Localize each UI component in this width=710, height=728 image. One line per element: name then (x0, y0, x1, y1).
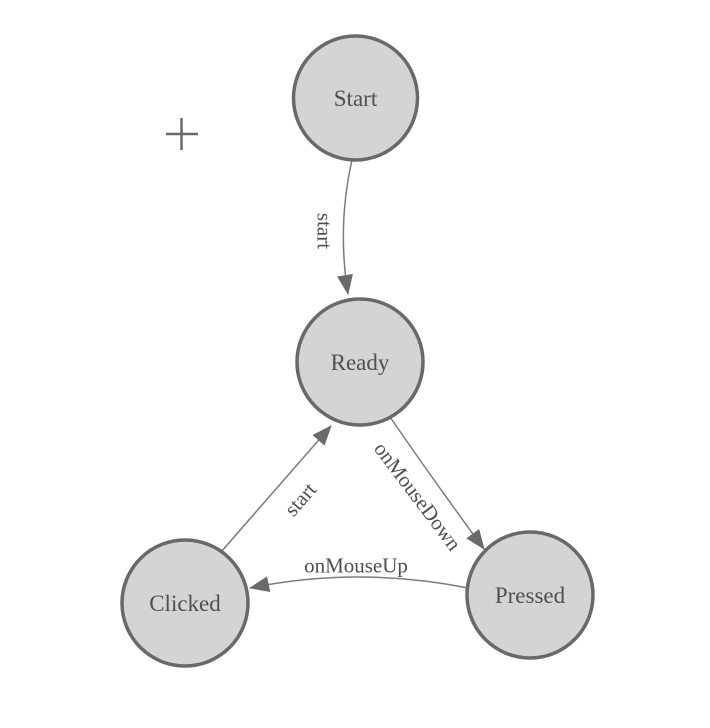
edge-clicked-to-ready[interactable]: start (220, 425, 332, 553)
node-pressed-label: Pressed (495, 583, 566, 608)
node-start-circle[interactable] (291, 34, 420, 162)
edge-label-start-1: start (313, 213, 337, 249)
plus-crosshair-icon (166, 118, 198, 150)
node-ready-label: Ready (331, 350, 390, 375)
node-start-label: Start (334, 86, 378, 111)
edge-ready-to-pressed[interactable]: onMouseDown (369, 416, 485, 556)
edge-pressed-to-clicked-path[interactable] (249, 576, 469, 593)
edge-start-to-ready-path[interactable] (337, 159, 353, 295)
edge-label-onmousedown: onMouseDown (369, 437, 466, 555)
edge-label-onmouseup: onMouseUp (304, 553, 408, 577)
node-pressed[interactable]: Pressed (465, 530, 595, 660)
edge-pressed-to-clicked[interactable]: onMouseUp (249, 553, 469, 593)
node-ready[interactable]: Ready (295, 297, 425, 427)
edge-clicked-to-ready-path[interactable] (220, 425, 332, 553)
node-pressed-circle[interactable] (465, 530, 595, 660)
edge-start-to-ready[interactable]: start (313, 159, 353, 295)
edge-ready-to-pressed-path[interactable] (389, 416, 485, 550)
node-ready-circle[interactable] (295, 297, 425, 427)
node-clicked-circle[interactable] (120, 538, 250, 668)
node-clicked-label: Clicked (149, 591, 221, 616)
edge-label-start-2: start (279, 478, 321, 521)
node-start[interactable]: Start (291, 34, 420, 162)
node-clicked[interactable]: Clicked (120, 538, 250, 668)
